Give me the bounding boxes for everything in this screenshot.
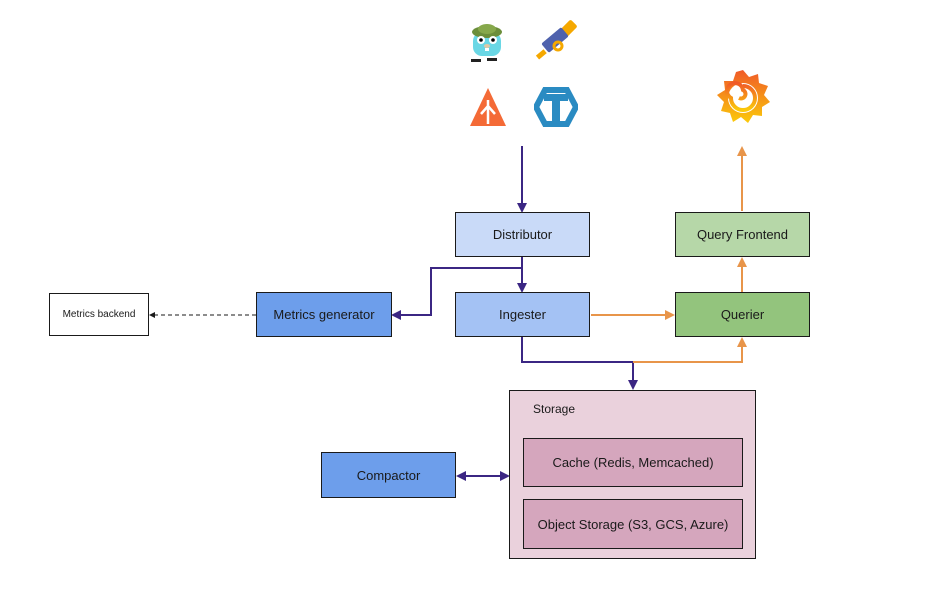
compactor-box[interactable]: Compactor bbox=[321, 452, 456, 498]
telescope-icon bbox=[535, 20, 577, 60]
edge-storage-querier bbox=[633, 337, 747, 363]
querier-box[interactable]: Querier bbox=[675, 292, 810, 337]
distributor-label: Distributor bbox=[492, 227, 553, 242]
gopher-icon bbox=[471, 24, 502, 62]
cache-box[interactable]: Cache (Redis, Memcached) bbox=[523, 438, 743, 487]
metrics-backend-box[interactable]: Metrics backend bbox=[49, 293, 149, 336]
querier-label: Querier bbox=[720, 307, 765, 322]
storage-container[interactable]: Storage Cache (Redis, Memcached) Object … bbox=[509, 390, 756, 559]
edge-ingester-storage bbox=[521, 337, 638, 390]
query-frontend-label: Query Frontend bbox=[696, 227, 789, 242]
object-storage-label: Object Storage (S3, GCS, Azure) bbox=[537, 516, 729, 532]
object-storage-box[interactable]: Object Storage (S3, GCS, Azure) bbox=[523, 499, 743, 549]
metrics-generator-box[interactable]: Metrics generator bbox=[256, 292, 392, 337]
compactor-label: Compactor bbox=[356, 467, 421, 483]
tempo-icon bbox=[534, 87, 578, 127]
distributor-box[interactable]: Distributor bbox=[455, 212, 590, 257]
cache-label: Cache (Redis, Memcached) bbox=[552, 455, 714, 470]
metrics-backend-label: Metrics backend bbox=[62, 309, 136, 320]
zipkin-icon bbox=[470, 88, 506, 126]
storage-label: Storage bbox=[533, 402, 576, 416]
ingester-label: Ingester bbox=[499, 307, 546, 322]
ingester-box[interactable]: Ingester bbox=[455, 292, 590, 337]
metrics-generator-label: Metrics generator bbox=[273, 307, 375, 322]
edge-distributor-metrics-generator bbox=[391, 267, 522, 320]
query-frontend-box[interactable]: Query Frontend bbox=[675, 212, 810, 257]
grafana-icon bbox=[717, 70, 770, 123]
